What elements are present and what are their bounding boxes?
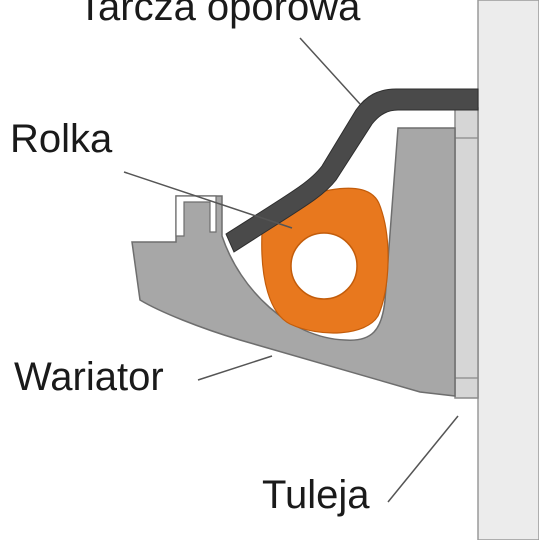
variator-tab-slot (175, 195, 217, 237)
housing-wall (477, 0, 539, 540)
label-thrust-plate: Tarcza oporowa (78, 0, 361, 29)
variator-body-shape (131, 127, 456, 397)
label-variator: Wariator (14, 355, 164, 399)
leader-line-variator (197, 355, 273, 381)
leader-line-roller (123, 171, 293, 229)
thrust-plate-shape (225, 88, 479, 253)
leader-line-thrust-plate (299, 37, 361, 105)
label-bushing: Tuleja (262, 473, 370, 517)
label-roller: Rolka (10, 117, 113, 161)
leader-line-bushing (387, 415, 459, 503)
bushing-shape (454, 107, 479, 399)
roller-hole (290, 232, 358, 300)
